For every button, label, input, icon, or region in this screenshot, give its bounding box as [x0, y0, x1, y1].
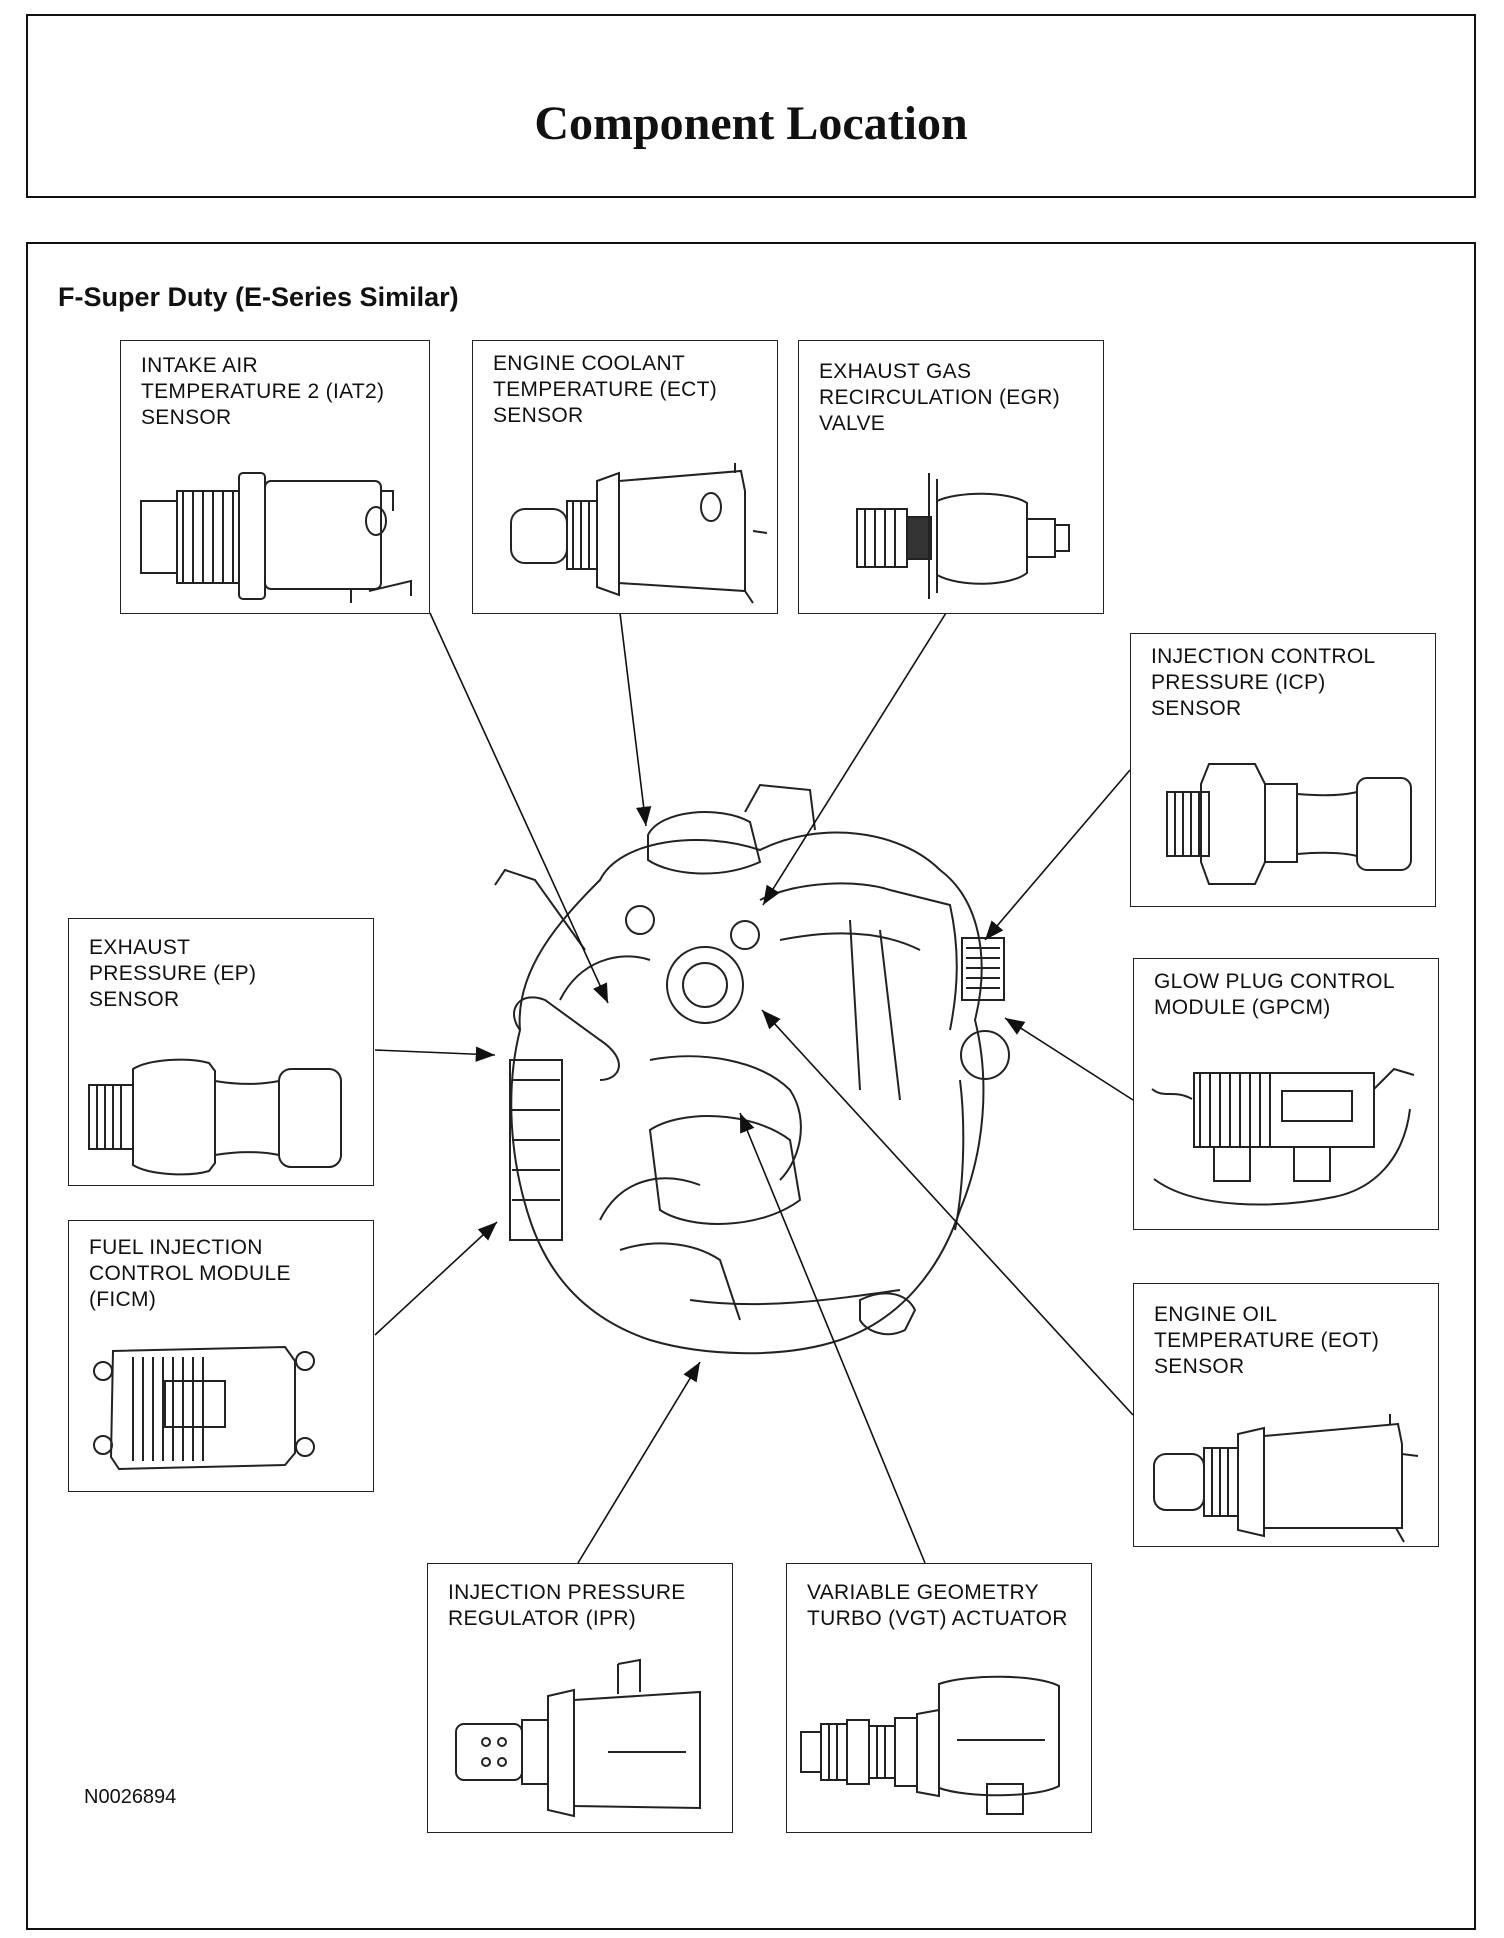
diagram-frame: [26, 242, 1476, 1930]
ep-sensor-icon: [88, 1058, 342, 1176]
diagram-subtitle: F-Super Duty (E-Series Similar): [58, 282, 459, 312]
label-ep-sensor: EXHAUST PRESSURE (EP) SENSOR: [89, 936, 257, 1011]
engine-assembly: [494, 783, 1010, 1355]
label-egr-valve: EXHAUST GAS RECIRCULATION (EGR) VALVE: [819, 360, 1060, 435]
label-ipr: INJECTION PRESSURE REGULATOR (IPR): [448, 1581, 686, 1630]
icp-sensor-icon: [1166, 763, 1412, 885]
vgt-actuator-icon: [800, 1675, 1060, 1815]
iat2-sensor-icon: [140, 472, 412, 603]
page-title: Component Location: [534, 97, 968, 150]
label-gpcm: GLOW PLUG CONTROL MODULE (GPCM): [1154, 970, 1395, 1019]
callout-icp-sensor: INJECTION CONTROL PRESSURE (ICP) SENSOR: [1130, 633, 1436, 907]
eot-sensor-icon: [1153, 1414, 1419, 1543]
gpcm-module-icon: [1151, 1067, 1415, 1206]
callout-gpcm: GLOW PLUG CONTROL MODULE (GPCM): [1133, 958, 1439, 1230]
callout-vgt-actuator: VARIABLE GEOMETRY TURBO (VGT) ACTUATOR: [786, 1563, 1092, 1833]
label-iat2-sensor: INTAKE AIR TEMPERATURE 2 (IAT2) SENSOR: [141, 354, 385, 429]
label-vgt-actuator: VARIABLE GEOMETRY TURBO (VGT) ACTUATOR: [807, 1581, 1068, 1630]
callout-ficm: FUEL INJECTION CONTROL MODULE (FICM): [68, 1220, 374, 1492]
ficm-module-icon: [93, 1345, 315, 1471]
callout-eot-sensor: ENGINE OIL TEMPERATURE (EOT) SENSOR: [1133, 1283, 1439, 1547]
callout-iat2-sensor: INTAKE AIR TEMPERATURE 2 (IAT2) SENSOR: [120, 340, 430, 614]
ect-sensor-icon: [510, 463, 768, 604]
label-eot-sensor: ENGINE OIL TEMPERATURE (EOT) SENSOR: [1154, 1303, 1380, 1378]
leader-lines: [374, 612, 1134, 1564]
callout-egr-valve: EXHAUST GAS RECIRCULATION (EGR) VALVE: [798, 340, 1104, 614]
callout-ect-sensor: ENGINE COOLANT TEMPERATURE (ECT) SENSOR: [472, 340, 778, 614]
figure-id: N0026894: [84, 1786, 177, 1808]
title-box: Component Location: [26, 14, 1476, 198]
callout-ipr: INJECTION PRESSURE REGULATOR (IPR): [427, 1563, 733, 1833]
egr-valve-icon: [856, 473, 1070, 599]
label-ficm: FUEL INJECTION CONTROL MODULE (FICM): [89, 1236, 291, 1311]
label-icp-sensor: INJECTION CONTROL PRESSURE (ICP) SENSOR: [1151, 645, 1376, 720]
ipr-regulator-icon: [455, 1658, 701, 1818]
label-ect-sensor: ENGINE COOLANT TEMPERATURE (ECT) SENSOR: [493, 352, 718, 427]
callout-ep-sensor: EXHAUST PRESSURE (EP) SENSOR: [68, 918, 374, 1186]
